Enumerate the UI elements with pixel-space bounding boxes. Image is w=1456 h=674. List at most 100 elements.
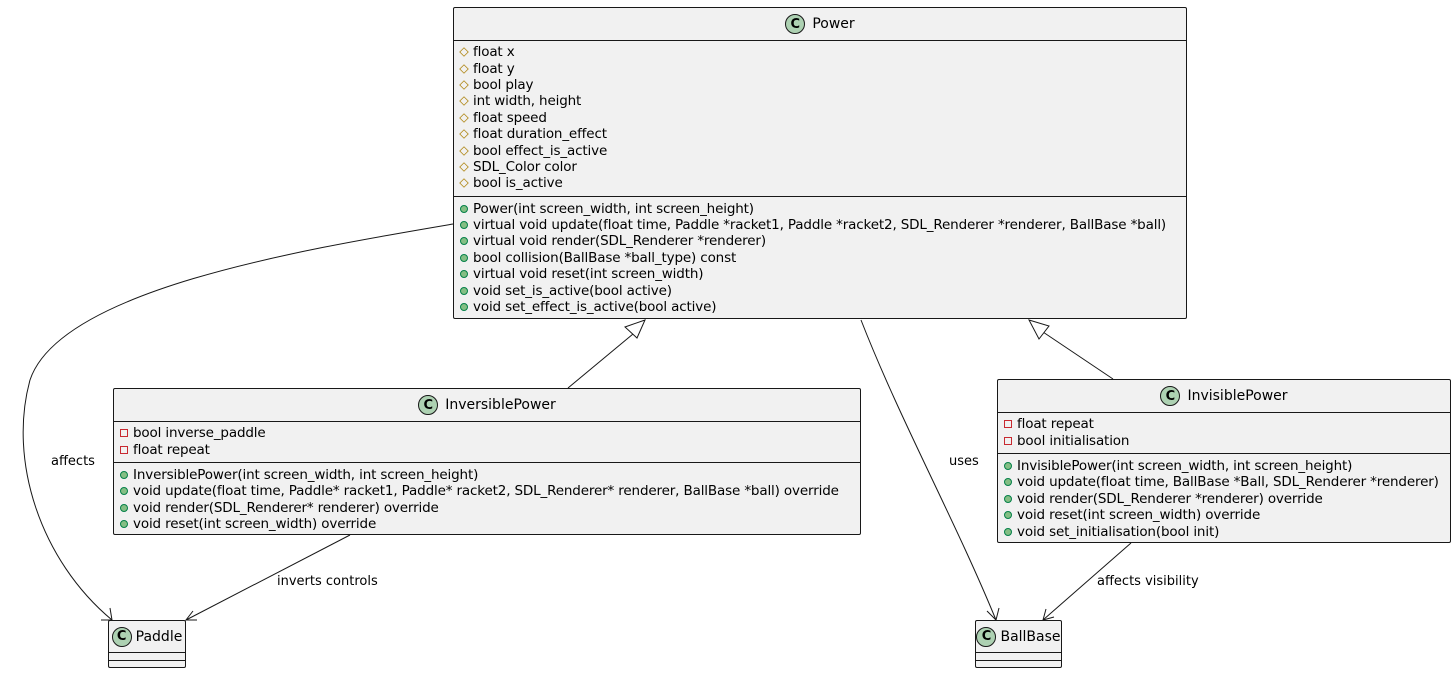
- method-text: bool collision(BallBase *ball_type) cons…: [473, 249, 737, 266]
- method-row: void set_effect_is_active(bool active): [460, 299, 1186, 315]
- attribute-text: bool effect_is_active: [473, 142, 608, 159]
- methods-section: InvisiblePower(int screen_width, int scr…: [998, 452, 1450, 544]
- attribute-row: float speed: [459, 109, 1186, 126]
- method-text: void reset(int screen_width) override: [133, 516, 377, 533]
- attribute-text: float repeat: [1017, 416, 1094, 433]
- public-visibility-icon: [1004, 494, 1012, 503]
- method-row: virtual void update(float time, Paddle *…: [460, 217, 1186, 233]
- class-name: Power: [812, 16, 855, 32]
- class-header: C BallBase: [976, 621, 1061, 653]
- attribute-row: bool is_active: [459, 175, 1186, 191]
- attribute-text: bool play: [473, 76, 534, 93]
- methods-section: [109, 660, 185, 667]
- method-text: void set_effect_is_active(bool active): [473, 299, 717, 316]
- public-visibility-icon: [1004, 461, 1012, 470]
- method-text: virtual void render(SDL_Renderer *render…: [473, 233, 766, 250]
- attribute-row: bool play: [459, 76, 1186, 93]
- method-text: void render(SDL_Renderer *renderer) over…: [1017, 490, 1323, 507]
- attribute-row: float repeat: [120, 441, 860, 458]
- private-visibility-icon: [1004, 420, 1012, 429]
- class-header: C InversiblePower: [114, 389, 860, 422]
- method-text: virtual void reset(int screen_width): [473, 266, 704, 283]
- edge-invisible-extends-power: [1028, 319, 1114, 380]
- class-paddle[interactable]: C Paddle: [108, 620, 186, 668]
- attribute-text: int width, height: [473, 93, 582, 110]
- class-stereotype-icon: C: [976, 626, 997, 647]
- attributes-section: [976, 653, 1061, 660]
- attribute-row: SDL_Color color: [459, 158, 1186, 175]
- attribute-text: float y: [473, 60, 515, 77]
- protected-visibility-icon: [459, 80, 469, 90]
- method-row: virtual void render(SDL_Renderer *render…: [460, 233, 1186, 249]
- public-visibility-icon: [120, 503, 128, 512]
- edge-inversible-extends-power: [567, 319, 646, 389]
- edge-power-uses-ballbase: [860, 319, 1000, 621]
- method-text: virtual void update(float time, Paddle *…: [473, 217, 1167, 234]
- method-text: InversiblePower(int screen_width, int sc…: [133, 466, 479, 483]
- attribute-row: float x: [459, 44, 1186, 61]
- attribute-row: float y: [459, 60, 1186, 77]
- class-ballbase[interactable]: C BallBase: [975, 620, 1062, 668]
- method-text: Power(int screen_width, int screen_heigh…: [473, 200, 754, 217]
- attribute-row: int width, height: [459, 93, 1186, 110]
- class-name: InversiblePower: [445, 397, 556, 413]
- public-visibility-icon: [460, 286, 468, 295]
- protected-visibility-icon: [459, 162, 469, 172]
- public-visibility-icon: [1004, 527, 1012, 536]
- attribute-row: bool inverse_paddle: [120, 425, 860, 441]
- class-name: BallBase: [1000, 628, 1061, 645]
- methods-section: InversiblePower(int screen_width, int sc…: [114, 461, 860, 537]
- method-row: void set_is_active(bool active): [460, 282, 1186, 299]
- attribute-text: float speed: [473, 109, 547, 126]
- edge-label-uses: uses: [949, 454, 979, 469]
- method-text: void set_is_active(bool active): [473, 282, 672, 299]
- protected-visibility-icon: [459, 63, 469, 74]
- method-row: void render(SDL_Renderer *renderer) over…: [1004, 491, 1450, 507]
- public-visibility-icon: [460, 253, 468, 262]
- attribute-text: float duration_effect: [473, 126, 607, 143]
- attribute-text: float repeat: [133, 441, 210, 458]
- edge-inversible-inverts-paddle: [184, 534, 351, 621]
- class-stereotype-icon: C: [785, 14, 806, 34]
- protected-visibility-icon: [459, 47, 469, 57]
- method-row: void update(float time, Paddle* racket1,…: [120, 483, 860, 499]
- public-visibility-icon: [120, 487, 128, 496]
- attribute-row: float duration_effect: [459, 126, 1186, 143]
- public-visibility-icon: [460, 221, 468, 230]
- attribute-text: SDL_Color color: [473, 158, 577, 175]
- public-visibility-icon: [120, 470, 128, 479]
- method-text: void set_initialisation(bool init): [1017, 523, 1220, 540]
- public-visibility-icon: [460, 270, 468, 279]
- edge-label-affects: affects: [51, 454, 95, 469]
- protected-visibility-icon: [459, 178, 469, 189]
- attributes-section: [109, 653, 185, 660]
- attribute-row: bool effect_is_active: [459, 142, 1186, 159]
- public-visibility-icon: [460, 303, 468, 312]
- attribute-row: float repeat: [1004, 416, 1450, 432]
- method-row: void reset(int screen_width) override: [120, 516, 860, 532]
- attribute-text: float x: [473, 44, 515, 61]
- attribute-text: bool inverse_paddle: [133, 425, 266, 442]
- methods-section: Power(int screen_width, int screen_heigh…: [454, 195, 1186, 320]
- public-visibility-icon: [120, 520, 128, 529]
- class-stereotype-icon: C: [1160, 386, 1181, 406]
- attribute-text: bool initialisation: [1017, 432, 1130, 449]
- method-row: void reset(int screen_width) override: [1004, 507, 1450, 523]
- public-visibility-icon: [1004, 511, 1012, 520]
- public-visibility-icon: [460, 204, 468, 213]
- method-row: void render(SDL_Renderer* renderer) over…: [120, 500, 860, 516]
- method-row: virtual void reset(int screen_width): [460, 266, 1186, 282]
- protected-visibility-icon: [459, 145, 469, 156]
- method-text: void update(float time, Paddle* racket1,…: [133, 483, 839, 500]
- class-header: C Paddle: [109, 621, 185, 653]
- method-row: bool collision(BallBase *ball_type) cons…: [460, 250, 1186, 266]
- class-header: C Power: [454, 8, 1186, 41]
- class-name: InvisiblePower: [1187, 388, 1288, 404]
